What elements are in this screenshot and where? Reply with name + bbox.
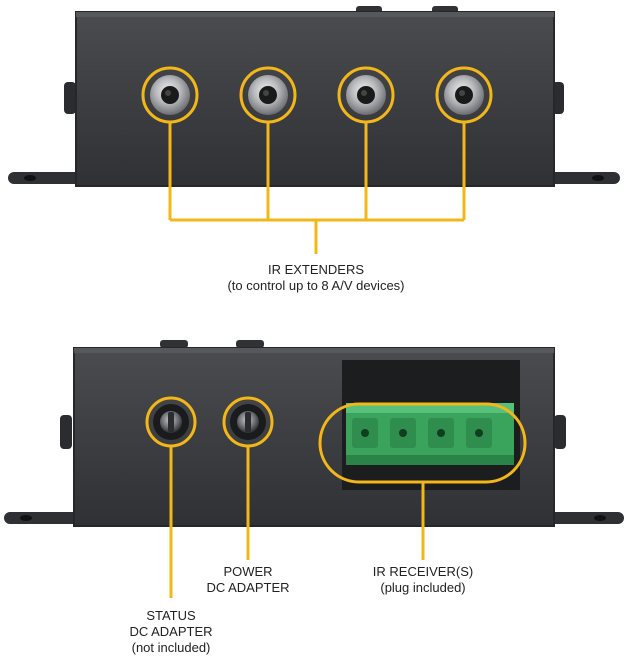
terminal-block-icon: [318, 402, 527, 484]
mounting-flange-left: [8, 172, 88, 184]
ir-extenders-callout-lines: [168, 122, 466, 254]
status-label: STATUS DC ADAPTER (not included): [111, 608, 231, 656]
receiver-device: [4, 340, 624, 527]
status-dc-jack-icon: [145, 396, 197, 448]
ir-receiver-subtitle: (plug included): [380, 580, 466, 595]
power-dc-jack-icon: [222, 396, 274, 448]
mounting-flange-right: [548, 512, 624, 524]
audio-jack-icon: [239, 66, 297, 124]
ir-extenders-subtitle: (to control up to 8 A/V devices): [227, 278, 405, 293]
bottom-callout-lines: [169, 446, 425, 598]
status-note: (not included): [131, 640, 211, 655]
ir-extenders-title: IR EXTENDERS: [267, 262, 365, 277]
audio-jack-icon: [435, 66, 493, 124]
status-title: STATUS: [146, 608, 196, 623]
audio-jack-icon: [141, 66, 199, 124]
audio-jack-icon: [337, 66, 395, 124]
power-title: POWER: [223, 564, 273, 579]
mounting-flange-left: [4, 512, 84, 524]
ir-receiver-label: IR RECEIVER(S) (plug included): [343, 564, 503, 596]
status-subtitle: DC ADAPTER: [129, 624, 213, 639]
mounting-flange-right: [540, 172, 620, 184]
ir-extender-device: [8, 6, 620, 187]
ir-extenders-label: IR EXTENDERS (to control up to 8 A/V dev…: [160, 262, 472, 294]
power-subtitle: DC ADAPTER: [206, 580, 290, 595]
power-label: POWER DC ADAPTER: [188, 564, 308, 596]
ir-receiver-title: IR RECEIVER(S): [372, 564, 474, 579]
